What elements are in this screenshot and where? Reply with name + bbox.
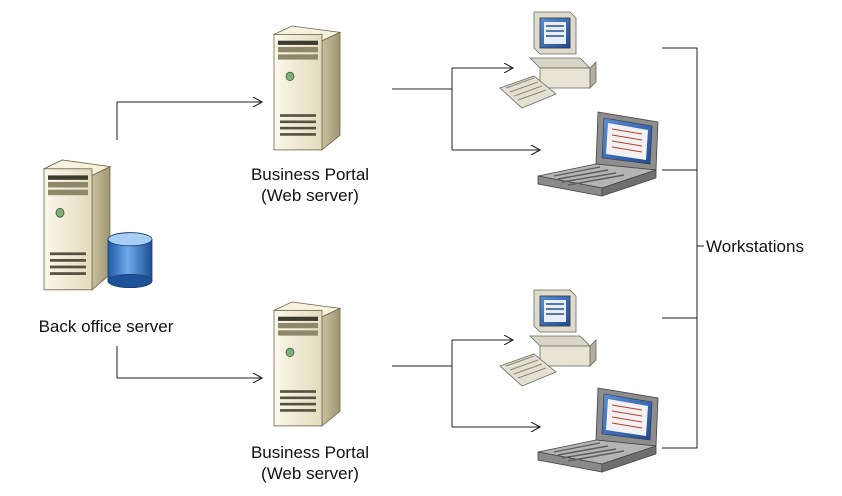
back-office-to-portal-top-connector — [116, 102, 262, 140]
workstations-label: Workstations — [706, 237, 804, 256]
back-office-server-icon — [43, 159, 153, 291]
desktop-computer-icon — [499, 11, 597, 109]
workstations-bracket — [662, 47, 704, 449]
back-office-to-portal-bottom-connector — [116, 346, 262, 378]
portal-top-server-icon — [273, 25, 341, 151]
laptop-icon — [537, 111, 659, 197]
back-office-server-label: Back office server — [38, 317, 174, 336]
portal-top-label-line1: Business Portal — [250, 165, 370, 184]
connector-lines — [116, 47, 704, 449]
portal-top-label: Business Portal (Web server) — [220, 164, 400, 206]
portal-bottom-server-icon — [273, 301, 341, 427]
portal-bottom-label-line1: Business Portal — [250, 443, 370, 462]
portal-bottom-label: Business Portal (Web server) — [220, 442, 400, 484]
database-icon — [107, 232, 153, 289]
laptop-icon — [537, 387, 659, 473]
desktop-computer-icon — [499, 289, 597, 387]
portal-top-label-line2: (Web server) — [261, 186, 359, 205]
portal-bottom-label-line2: (Web server) — [261, 464, 359, 483]
